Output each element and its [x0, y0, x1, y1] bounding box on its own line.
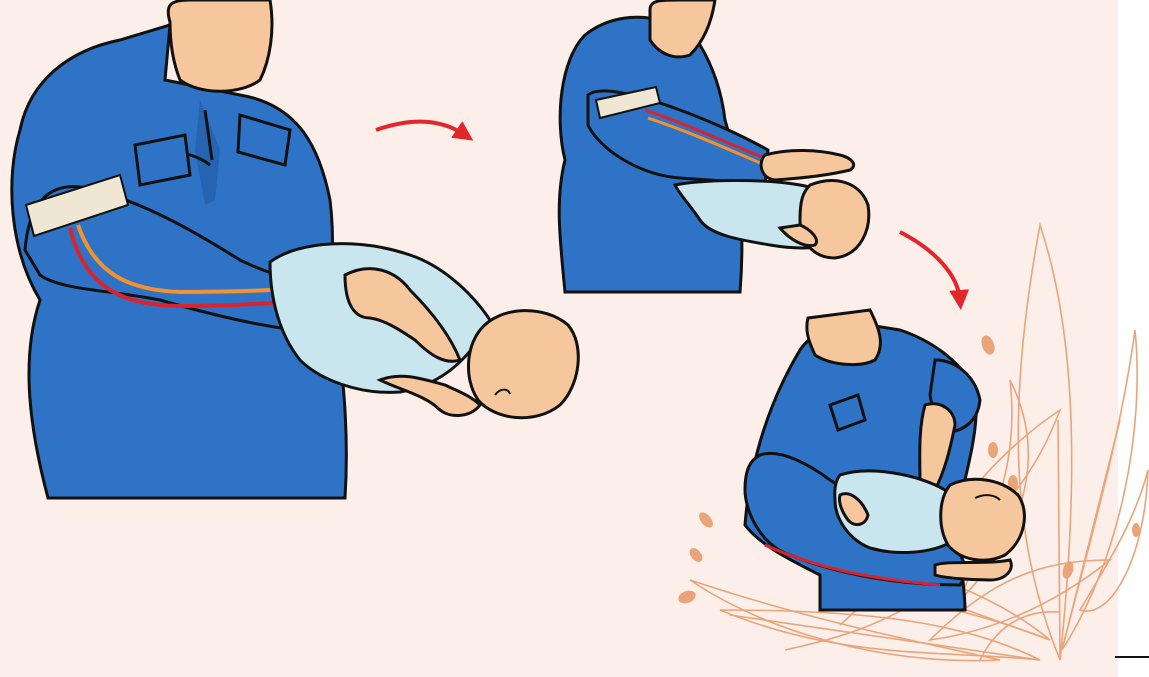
illustration-canvas	[0, 0, 1149, 677]
infant-choking-steps-diagram	[0, 0, 1149, 677]
